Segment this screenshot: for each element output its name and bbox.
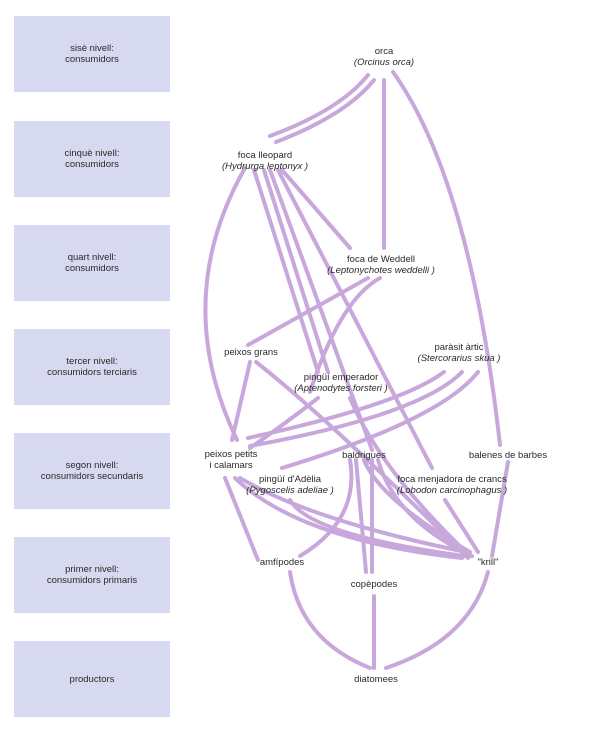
node-pingui-emperador: pingüí emperador (Aptenodytes forsteri ) <box>294 372 387 394</box>
node-name: copèpodes <box>350 579 398 590</box>
node-foca-lleopard: foca lleopard (Hydrurga leptonyx ) <box>222 150 308 172</box>
node-paraasit-artic: paràsit àrtic (Stercorarius skua ) <box>418 342 501 364</box>
link-foca-lleopard-orca-a <box>268 73 370 138</box>
level-label: cinquè nivell: <box>64 148 120 159</box>
node-foca-weddell: foca de Weddell (Leptonychotes weddelli … <box>327 254 435 276</box>
node-peixos-grans: peixos grans <box>224 347 278 358</box>
link-krill-petits-a <box>233 476 464 560</box>
node-name: peixos petits <box>204 449 258 460</box>
node-scientific-name: (Pygoscelis adeliae ) <box>246 485 334 496</box>
link-copepodes-baldrigues <box>354 458 368 574</box>
node-name: amfípodes <box>259 557 305 568</box>
level-label: tercer nivell: <box>66 356 118 367</box>
node-name: pingüí emperador <box>303 372 379 383</box>
node-name: "krill" <box>477 557 499 568</box>
link-pingui-emp-lleopard-a <box>252 168 320 374</box>
level-label: primer nivell: <box>65 564 119 575</box>
link-peixos-petits-emp <box>248 396 320 450</box>
node-scientific-name: (Leptonychotes weddelli ) <box>327 265 435 276</box>
level-box-0: productors <box>14 641 170 717</box>
link-pingui-emp-weddell <box>308 276 382 394</box>
node-name: balenes de barbes <box>468 450 548 461</box>
link-baldrigues-paraasit-a <box>248 370 464 448</box>
node-name: peixos grans <box>224 347 278 358</box>
node-name: paràsit àrtic <box>434 342 484 353</box>
node-scientific-name: (Lobodon carcinophagus ) <box>396 485 508 496</box>
level-sublabel: consumidors <box>65 54 119 65</box>
node-name: orca <box>374 46 394 57</box>
level-box-4: quart nivell: consumidors <box>14 225 170 301</box>
node-name: pingüí d'Adèlia <box>258 474 322 485</box>
node-copepodes: copèpodes <box>351 579 397 590</box>
level-sublabel: consumidors terciaris <box>47 367 137 378</box>
node-subname: i calamars <box>209 460 253 471</box>
link-pingui-emp-lleopard-b <box>262 168 330 374</box>
node-name: foca lleopard <box>237 150 293 161</box>
link-krill-baldrigues-b <box>376 458 474 558</box>
link-krill-balenes <box>490 460 510 558</box>
link-peixos-petits-grans <box>230 360 252 442</box>
node-scientific-name: (Hydrurga leptonyx ) <box>221 161 309 172</box>
level-sublabel: consumidors <box>65 263 119 274</box>
link-weddell-lleopard <box>280 168 352 250</box>
link-adelia-lleopard <box>268 168 374 452</box>
link-amfipodes-baldrigues <box>298 458 354 558</box>
link-peixos-petits-paraasit <box>246 370 446 440</box>
level-box-2: segon nivell: consumidors secundaris <box>14 433 170 509</box>
node-foca-menjadora-crancs: foca menjadora de crancs (Lobodon carcin… <box>397 474 507 496</box>
link-peixos-grans-weddell <box>246 276 370 347</box>
link-balenes-orca <box>391 70 502 447</box>
node-scientific-name: (Aptenodytes forsteri ) <box>294 383 388 394</box>
node-amfipodes: amfípodes <box>260 557 304 568</box>
link-crancs-lleopard <box>276 168 434 470</box>
node-baldrigues: baldrigues <box>342 450 386 461</box>
node-krill: "krill" <box>478 557 499 568</box>
link-diatomees-krill <box>384 570 490 670</box>
level-sublabel: consumidors primaris <box>46 575 138 586</box>
level-label: quart nivell: <box>67 252 117 263</box>
node-name: diatomees <box>354 674 398 685</box>
link-amfipodes-petits <box>223 476 260 562</box>
node-peixos-petits: peixos petits i calamars <box>205 449 258 471</box>
link-krill-crancs <box>443 498 480 554</box>
node-orca: orca (Orcinus orca) <box>354 46 414 68</box>
node-pingui-adelia: pingüí d'Adèlia (Pygoscelis adeliae ) <box>246 474 334 496</box>
level-sublabel: consumidors secundaris <box>40 471 144 482</box>
level-box-1: primer nivell: consumidors primaris <box>14 537 170 613</box>
link-peixos-petits-lleopard <box>203 166 247 442</box>
level-sublabel: consumidors <box>65 159 119 170</box>
link-baldrigues-paraasit-b <box>280 370 480 470</box>
level-box-5: cinquè nivell: consumidors <box>14 121 170 197</box>
link-diatomees-amfipodes <box>288 570 372 670</box>
link-krill-grans <box>254 360 470 560</box>
node-name: foca de Weddell <box>347 254 415 265</box>
level-label: sisè nivell: <box>70 43 114 54</box>
node-scientific-name: (Stercorarius skua ) <box>417 353 501 364</box>
link-foca-lleopard-orca-b <box>274 78 376 144</box>
link-krill-adelia <box>288 498 466 558</box>
node-scientific-name: (Orcinus orca) <box>353 57 415 68</box>
level-box-6: sisè nivell: consumidors <box>14 16 170 92</box>
node-balenes-barbes: balenes de barbes <box>469 450 547 461</box>
link-krill-petits-b <box>238 476 468 554</box>
level-label: productors <box>69 673 115 685</box>
level-box-3: tercer nivell: consumidors terciaris <box>14 329 170 405</box>
link-krill-emp <box>348 396 472 558</box>
level-label: segon nivell: <box>65 460 119 471</box>
node-name: baldrigues <box>342 450 386 461</box>
node-diatomees: diatomees <box>354 674 398 685</box>
node-name: foca menjadora de crancs <box>397 474 507 485</box>
